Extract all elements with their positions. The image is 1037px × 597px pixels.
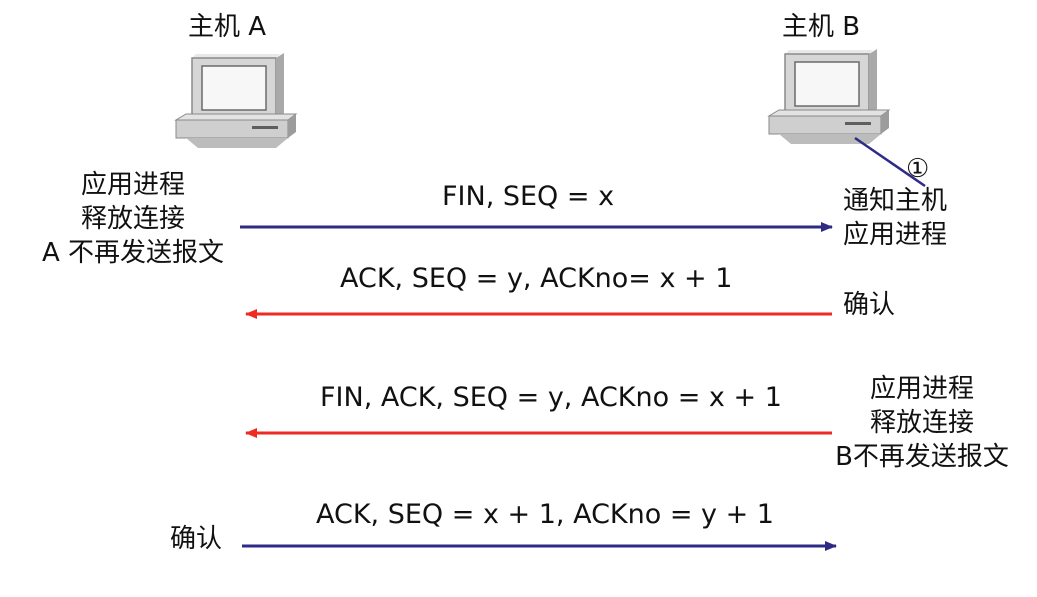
host-b-confirm-label: 确认 xyxy=(843,290,896,320)
message-label-fin-ack: FIN, ACK, SEQ = y, ACKno = x + 1 xyxy=(320,382,782,413)
message-label-fin: FIN, SEQ = x xyxy=(442,181,615,212)
message-label-final-ack: ACK, SEQ = x + 1, ACKno = y + 1 xyxy=(316,499,774,530)
host-b-computer-icon xyxy=(767,49,891,144)
host-a-confirm-label: 确认 xyxy=(170,524,223,554)
host-a-title: 主机 A xyxy=(188,12,267,42)
host-b-marker-connector xyxy=(854,136,926,188)
host-a-release-note: 应用进程 释放连接 A 不再发送报文 xyxy=(41,170,225,268)
host-b-marker: ① xyxy=(906,154,930,184)
host-b-notify-note: 通知主机 应用进程 xyxy=(843,186,948,250)
host-a-computer-icon xyxy=(174,53,298,148)
message-label-ack: ACK, SEQ = y, ACKno= x + 1 xyxy=(340,263,733,294)
host-b-title: 主机 B xyxy=(782,12,861,42)
host-b-release-note: 应用进程 释放连接 B不再发送报文 xyxy=(835,374,1009,472)
